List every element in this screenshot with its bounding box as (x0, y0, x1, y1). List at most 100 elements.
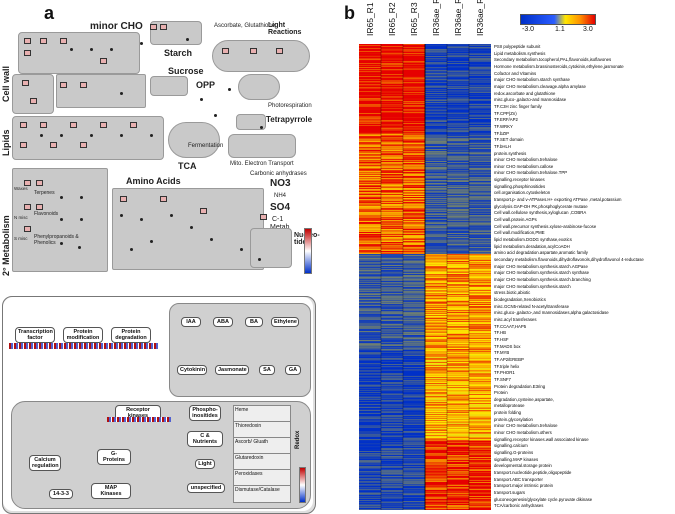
heatmap-cell (381, 391, 403, 393)
heatmap-cell (381, 171, 403, 173)
heatmap-cell (447, 135, 469, 137)
heatmap-cell (447, 88, 469, 90)
heatmap-cell (403, 499, 425, 501)
heatmap-cell (381, 347, 403, 349)
heatmap-cell (403, 183, 425, 185)
heatmap-cell (359, 304, 381, 306)
heatmap-cell (403, 149, 425, 151)
heatmap-cell (381, 136, 403, 138)
heatmap-cell (359, 321, 381, 323)
heatmap-cell (469, 506, 491, 508)
redox-label: Redox (295, 430, 301, 449)
row-label: TF.ERF/AP2 (494, 117, 518, 123)
heatmap-cell (359, 393, 381, 395)
heatmap-cell (447, 485, 469, 487)
heatmap-cell (469, 388, 491, 390)
heatmap-cell (359, 268, 381, 270)
row-label: transport.sugars (494, 490, 526, 496)
heatmap-cell (447, 218, 469, 220)
heatmap-cell (403, 53, 425, 55)
heatmap-cell (425, 91, 447, 93)
heatmap-cell (425, 361, 447, 363)
heatmap-cell (447, 99, 469, 101)
heatmap-cell (381, 446, 403, 448)
heatmap-cell (425, 105, 447, 107)
heatmap-cell (469, 116, 491, 118)
heatmap-cell (403, 205, 425, 207)
heatmap-cell (425, 316, 447, 318)
heatmap-cell (359, 51, 381, 53)
thioredoxin-cell: Thioredoxin (233, 421, 291, 439)
heatmap-cell (469, 390, 491, 392)
heatmap-cell (381, 221, 403, 223)
heatmap-cell (469, 231, 491, 233)
heatmap-cell (381, 237, 403, 239)
row-label: Protein degradation.E3ring (494, 383, 546, 389)
heatmap-cell (403, 285, 425, 287)
heatmap-cell (469, 352, 491, 354)
heatmap-cell (403, 151, 425, 153)
heatmap-cell (425, 497, 447, 499)
heatmap-cell (469, 408, 491, 410)
heatmap-cell (469, 384, 491, 386)
heatmap-cell (381, 500, 403, 502)
heatmap-cell (403, 115, 425, 117)
heatmap-cell (469, 434, 491, 436)
heatmap-cell (447, 120, 469, 122)
heatmap-cell (381, 243, 403, 245)
heatmap-cell (359, 137, 381, 139)
heatmap-cell (469, 443, 491, 445)
heatmap-cell (403, 134, 425, 136)
heatmap-cell (359, 127, 381, 129)
row-label: Cell wall.modification,PME (494, 230, 545, 236)
heatmap-cell (381, 397, 403, 399)
heatmap-cell (425, 367, 447, 369)
heatmap-cell (425, 313, 447, 315)
heatmap-cell (469, 64, 491, 66)
heatmap-cell (447, 297, 469, 299)
heatmap-cell (447, 344, 469, 346)
gene-mark (80, 142, 87, 148)
heatmap-cell (469, 186, 491, 188)
row-label: lipid metabolism.DGDG synthase,exotics (494, 237, 572, 243)
heatmap-cell (359, 492, 381, 494)
heatmap-cell (359, 474, 381, 476)
heatmap-cell (469, 447, 491, 449)
heatmap-cell (469, 477, 491, 479)
heatmap-cell (469, 178, 491, 180)
heatmap-cell (447, 393, 469, 395)
heatmap-cell (403, 359, 425, 361)
heatmap-cell (403, 370, 425, 372)
heatmap-cell (403, 253, 425, 255)
heatmap-cell (469, 265, 491, 267)
heatmap-cell (359, 348, 381, 350)
heatmap-cell (359, 385, 381, 387)
heatmap-cell (447, 341, 469, 343)
heatmap-cell (425, 495, 447, 497)
heatmap-cell (403, 57, 425, 59)
heatmap-cell (425, 121, 447, 123)
heatmap-cell (359, 188, 381, 190)
heatmap-cell (469, 350, 491, 352)
heatmap-cell (381, 342, 403, 344)
heatmap-cell (403, 80, 425, 82)
cell-wall-node-2 (56, 74, 146, 108)
heatmap-cell (403, 440, 425, 442)
heatmap-cell (403, 459, 425, 461)
row-label: TF.CPP(Zn) (494, 110, 517, 116)
heatmap-cell (403, 476, 425, 478)
heatmap-cell (425, 122, 447, 124)
heatmap-cell (359, 66, 381, 68)
heatmap-cell (469, 162, 491, 164)
heatmap-cell (359, 454, 381, 456)
heatmap-cell (469, 254, 491, 256)
heatmap-cell (381, 291, 403, 293)
heatmap-cell (447, 398, 469, 400)
heatmap-cell (425, 295, 447, 297)
heatmap-cell (425, 163, 447, 165)
heatmap-cell (381, 485, 403, 487)
heatmap-cell (381, 330, 403, 332)
heatmap-cell (469, 277, 491, 279)
heatmap-cell (359, 164, 381, 166)
heatmap-cell (447, 130, 469, 132)
